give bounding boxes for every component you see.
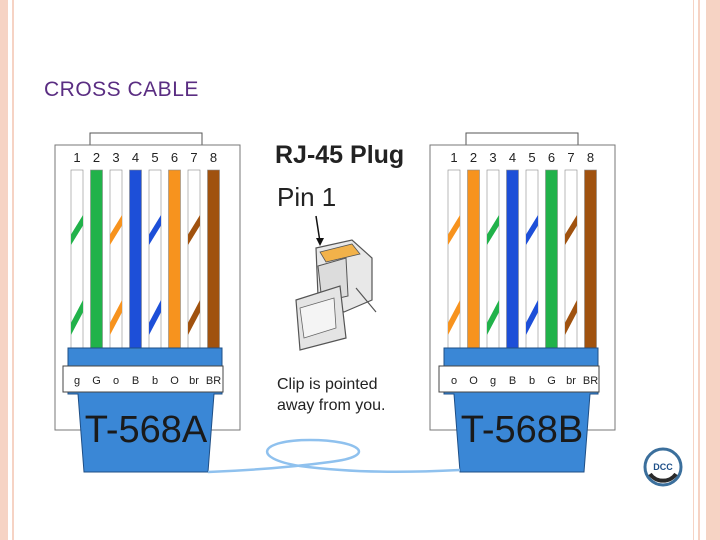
right-pin-number: 4 [509, 150, 516, 165]
right-wire-code: br [566, 375, 576, 387]
slide-title: CROSS CABLE [44, 78, 199, 101]
pin1-arrow [315, 215, 321, 243]
left-wire [168, 169, 181, 351]
right-wire-code: b [529, 375, 535, 387]
right-wire [545, 169, 558, 351]
left-wire-stripe [110, 215, 122, 245]
slide-frame-right [706, 0, 720, 540]
left-wire-stripe [149, 215, 161, 245]
left-pin-number: 2 [93, 150, 100, 165]
right-plug-latch [465, 132, 579, 146]
left-plug-latch [89, 132, 203, 146]
right-wire-code: BR [583, 375, 598, 387]
right-wire-code: g [490, 375, 496, 387]
right-pin-number: 3 [489, 150, 496, 165]
left-wire-code: g [74, 375, 80, 387]
right-wire [506, 169, 519, 351]
left-pin-number: 6 [171, 150, 178, 165]
right-wire-stripe [487, 215, 499, 245]
right-wire-stripe [487, 300, 499, 335]
left-pin-number: 5 [151, 150, 158, 165]
slide-frame-right-line [698, 0, 700, 540]
left-pin-number: 7 [190, 150, 197, 165]
right-wire-stripe [526, 215, 538, 245]
right-pin-number: 1 [450, 150, 457, 165]
right-wire-stripe [526, 300, 538, 335]
plug-heading: RJ-45 Plug [275, 141, 404, 169]
right-wire-code: G [547, 375, 556, 387]
left-wire [129, 169, 142, 351]
right-wire-stripe [565, 215, 577, 245]
crossover-cable-loop [207, 438, 461, 474]
left-pin-number: 8 [210, 150, 217, 165]
pin1-label: Pin 1 [277, 182, 336, 212]
clip-note-line2: away from you. [277, 397, 385, 414]
right-wire-code: o [451, 375, 457, 387]
slide-frame-right-line2 [693, 0, 694, 540]
right-pin-number: 6 [548, 150, 555, 165]
rj45-plug-icon [295, 239, 377, 351]
right-wire-code: O [469, 375, 478, 387]
left-wire [207, 169, 220, 351]
left-wire-code: b [152, 375, 158, 387]
left-wire-stripe [71, 215, 83, 245]
left-wire-code: br [189, 375, 199, 387]
left-pin-number: 1 [73, 150, 80, 165]
left-wire-code: B [132, 375, 139, 387]
right-pin-number: 5 [528, 150, 535, 165]
left-wire-code: O [170, 375, 179, 387]
right-wire-stripe [448, 215, 460, 245]
right-pin-number: 7 [567, 150, 574, 165]
logo-text: DCC [653, 462, 673, 472]
dcc-logo: DCC [636, 442, 690, 492]
right-wire-code: B [509, 375, 516, 387]
right-pin-number: 2 [470, 150, 477, 165]
pin1-arrowhead [316, 238, 324, 246]
left-wires [70, 169, 220, 351]
left-wire-stripe [188, 300, 200, 335]
right-wire-stripe [565, 300, 577, 335]
left-wire-stripe [71, 300, 83, 335]
left-wire-stripe [149, 300, 161, 335]
right-pin-number: 8 [587, 150, 594, 165]
left-wire-code: G [92, 375, 101, 387]
right-wire [467, 169, 480, 351]
slide-frame-left [0, 0, 8, 540]
left-wire [90, 169, 103, 351]
right-code-box [438, 365, 600, 393]
left-wire-code: BR [206, 375, 221, 387]
right-standard-label: T-568B [461, 409, 584, 451]
right-wire-stripe [448, 300, 460, 335]
left-code-box [62, 365, 224, 393]
left-wire-code: o [113, 375, 119, 387]
clip-note-line1: Clip is pointed [277, 376, 378, 393]
slide-frame-left-line [12, 0, 14, 540]
left-wire-stripe [110, 300, 122, 335]
left-standard-label: T-568A [85, 409, 208, 451]
left-wire-stripe [188, 215, 200, 245]
left-pin-number: 4 [132, 150, 139, 165]
right-wire [584, 169, 597, 351]
left-pin-number: 3 [112, 150, 119, 165]
